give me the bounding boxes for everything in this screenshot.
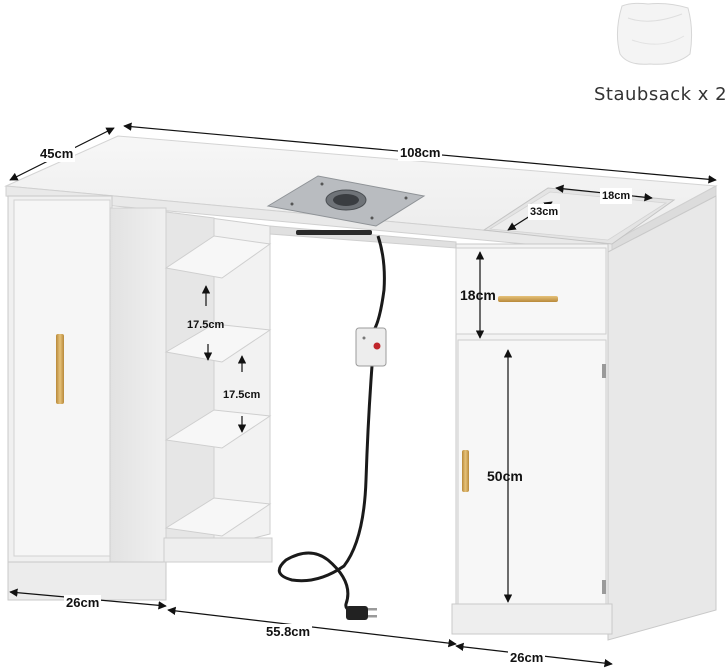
vent-plate	[266, 175, 426, 227]
power-switch-box	[355, 327, 387, 367]
hinge	[602, 580, 606, 594]
drawer-handle	[498, 296, 558, 302]
tray-length-label: 33cm	[528, 204, 561, 220]
hinge	[602, 364, 606, 378]
power-cord	[277, 235, 387, 620]
depth-label: 45cm	[38, 146, 76, 162]
right-cabinet-width-label: 26cm	[508, 650, 546, 666]
left-door-handle	[56, 334, 64, 404]
plug-icon	[346, 606, 377, 620]
right-door	[457, 339, 607, 605]
width-label: 108cm	[398, 145, 443, 161]
left-cabinet	[7, 195, 167, 601]
shelf-gap-upper-label: 17.5cm	[187, 319, 225, 331]
tray-width-label: 18cm	[600, 188, 633, 204]
right-door-handle	[462, 450, 469, 492]
dust-bag-icon	[616, 2, 693, 65]
dust-bag-caption: Staubsack x 2	[594, 84, 727, 105]
fan-duct	[296, 230, 372, 235]
leg-space-width-label: 55.8cm	[264, 624, 313, 640]
cabinet-height-label: 50cm	[487, 468, 523, 484]
shelf-gap-lower-label: 17.5cm	[223, 389, 261, 401]
left-cabinet-width-label: 26cm	[64, 595, 102, 611]
drawer-height-label: 18cm	[460, 287, 496, 303]
right-cabinet	[451, 195, 717, 641]
open-shelf-unit	[163, 211, 273, 563]
